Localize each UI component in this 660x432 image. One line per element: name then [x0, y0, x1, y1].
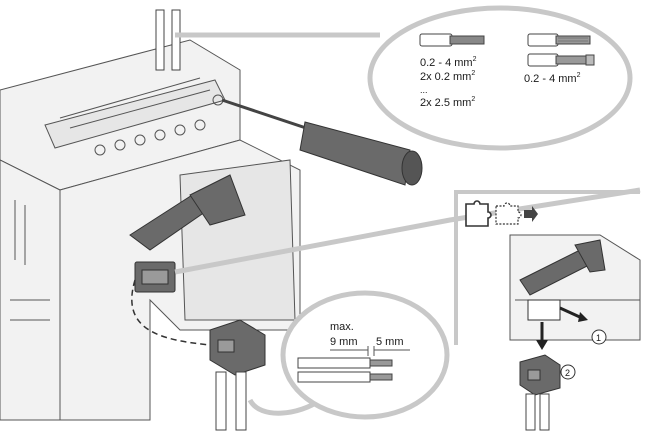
- solid-range-text: 0.2 - 4 mm2: [420, 56, 477, 69]
- step-marker-1: 1: [591, 329, 607, 345]
- solid-twin-max-text: 2x 2.5 mm2: [420, 96, 475, 109]
- solid-twin-min-text: 2x 0.2 mm2: [420, 70, 475, 83]
- stranded-wire-icon: [527, 33, 595, 67]
- ellipsis-label: ...: [420, 85, 428, 95]
- stranded-range-label: 0.2 - 4 mm: [524, 73, 577, 85]
- exp-4: 2: [577, 72, 581, 79]
- step-marker-2: 2: [560, 364, 576, 380]
- exp-3: 2: [471, 96, 475, 103]
- exp-1: 2: [473, 56, 477, 63]
- solid-wire-icon: [419, 33, 485, 47]
- max-label: max.: [330, 321, 354, 333]
- stranded-range-text: 0.2 - 4 mm2: [524, 72, 581, 85]
- solid-twin-min-label: 2x 0.2 mm: [420, 71, 471, 83]
- exp-2: 2: [471, 70, 475, 77]
- top-wires: [155, 9, 181, 71]
- plug-connector: [209, 319, 266, 431]
- insulation-length-label: 9 mm: [330, 336, 358, 348]
- step-1-label: 1: [596, 333, 601, 343]
- removed-plug: [519, 354, 561, 431]
- strip-length-label: 5 mm: [376, 336, 404, 348]
- screwdriver-icon: [221, 98, 423, 186]
- plug-path: [131, 279, 211, 346]
- solid-twin-max-label: 2x 2.5 mm: [420, 97, 471, 109]
- cover-lever: [129, 174, 246, 251]
- solid-range-label: 0.2 - 4 mm: [420, 57, 473, 69]
- strip-length-bubble: [280, 290, 450, 420]
- plug-socket: [134, 261, 176, 293]
- wire-spec-bubble: [367, 5, 633, 151]
- detail-panel-border: [454, 190, 640, 345]
- din-rail-device: [0, 39, 301, 421]
- stripped-wire-icon: [297, 357, 393, 383]
- step-2-label: 2: [565, 368, 570, 378]
- puzzle-outline-arrow-icon: [495, 202, 538, 225]
- puzzle-icon: [465, 200, 492, 227]
- detail-device-view: [509, 234, 641, 350]
